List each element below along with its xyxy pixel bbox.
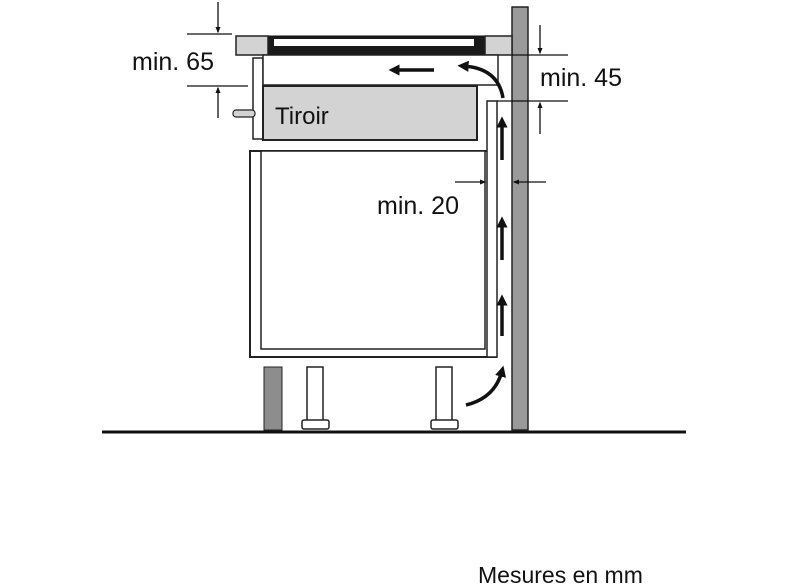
hob-glass-highlight: [274, 39, 474, 46]
airflow-arrow-curve-bottom: [465, 365, 507, 407]
caption: Mesures en mm: [478, 562, 643, 587]
airflow-arrow-curve-top: [457, 60, 505, 99]
cabinet-leg-left: [306, 366, 324, 423]
dim-20-label: min. 20: [377, 192, 459, 220]
cabinet-leg-foot-right: [430, 419, 459, 430]
plinth: [263, 366, 283, 431]
dim-65-label: min. 65: [132, 48, 214, 76]
wall: [511, 6, 529, 431]
worktop-front: [235, 35, 269, 56]
front-upright: [252, 57, 264, 140]
cabinet-leg-foot-left: [301, 419, 330, 430]
rear-panel: [486, 100, 498, 358]
dim-45-label: min. 45: [540, 64, 622, 92]
cabinet-inner: [260, 150, 486, 350]
drawer-label: Tiroir: [275, 103, 329, 130]
cabinet-leg-right: [435, 366, 453, 423]
drawer-handle: [232, 109, 256, 118]
drawer: [262, 85, 478, 141]
hob-body: [262, 54, 499, 86]
worktop-back: [484, 35, 513, 56]
